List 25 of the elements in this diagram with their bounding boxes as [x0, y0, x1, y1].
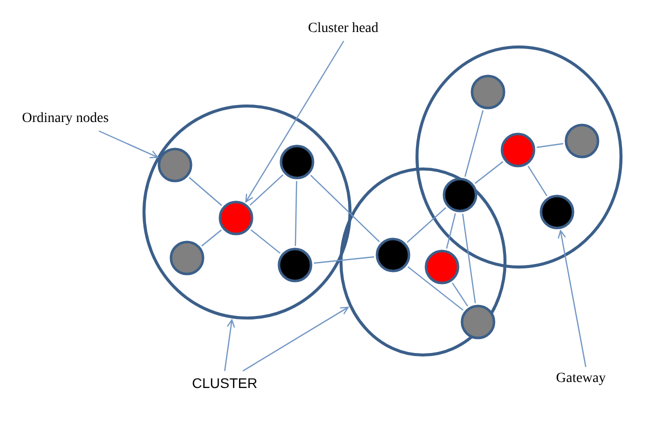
- link-line: [452, 282, 468, 306]
- link-line: [406, 207, 446, 243]
- leader-arrow: [242, 306, 349, 372]
- callout-label: Gateway: [556, 370, 620, 388]
- leader-arrow: [98, 130, 158, 158]
- leader-arrow: [224, 319, 236, 372]
- link-line: [446, 213, 456, 249]
- link-line: [294, 180, 298, 246]
- link-line: [188, 177, 222, 206]
- link-line: [464, 110, 484, 177]
- link-line: [528, 166, 548, 196]
- callout-label: Cluster head: [308, 20, 394, 38]
- link-line: [536, 143, 564, 148]
- leader-arrow: [558, 230, 586, 368]
- callout-label: Ordinary nodes: [22, 110, 122, 128]
- link-line: [314, 256, 374, 264]
- leader-arrow: [245, 40, 344, 202]
- link-line: [250, 174, 284, 206]
- link-line: [408, 266, 464, 311]
- link-line: [310, 174, 380, 242]
- link-line: [201, 230, 222, 246]
- link-line: [250, 229, 280, 254]
- link-line: [474, 161, 504, 184]
- link-line: [462, 214, 476, 304]
- callout-label: CLUSTER: [192, 374, 254, 392]
